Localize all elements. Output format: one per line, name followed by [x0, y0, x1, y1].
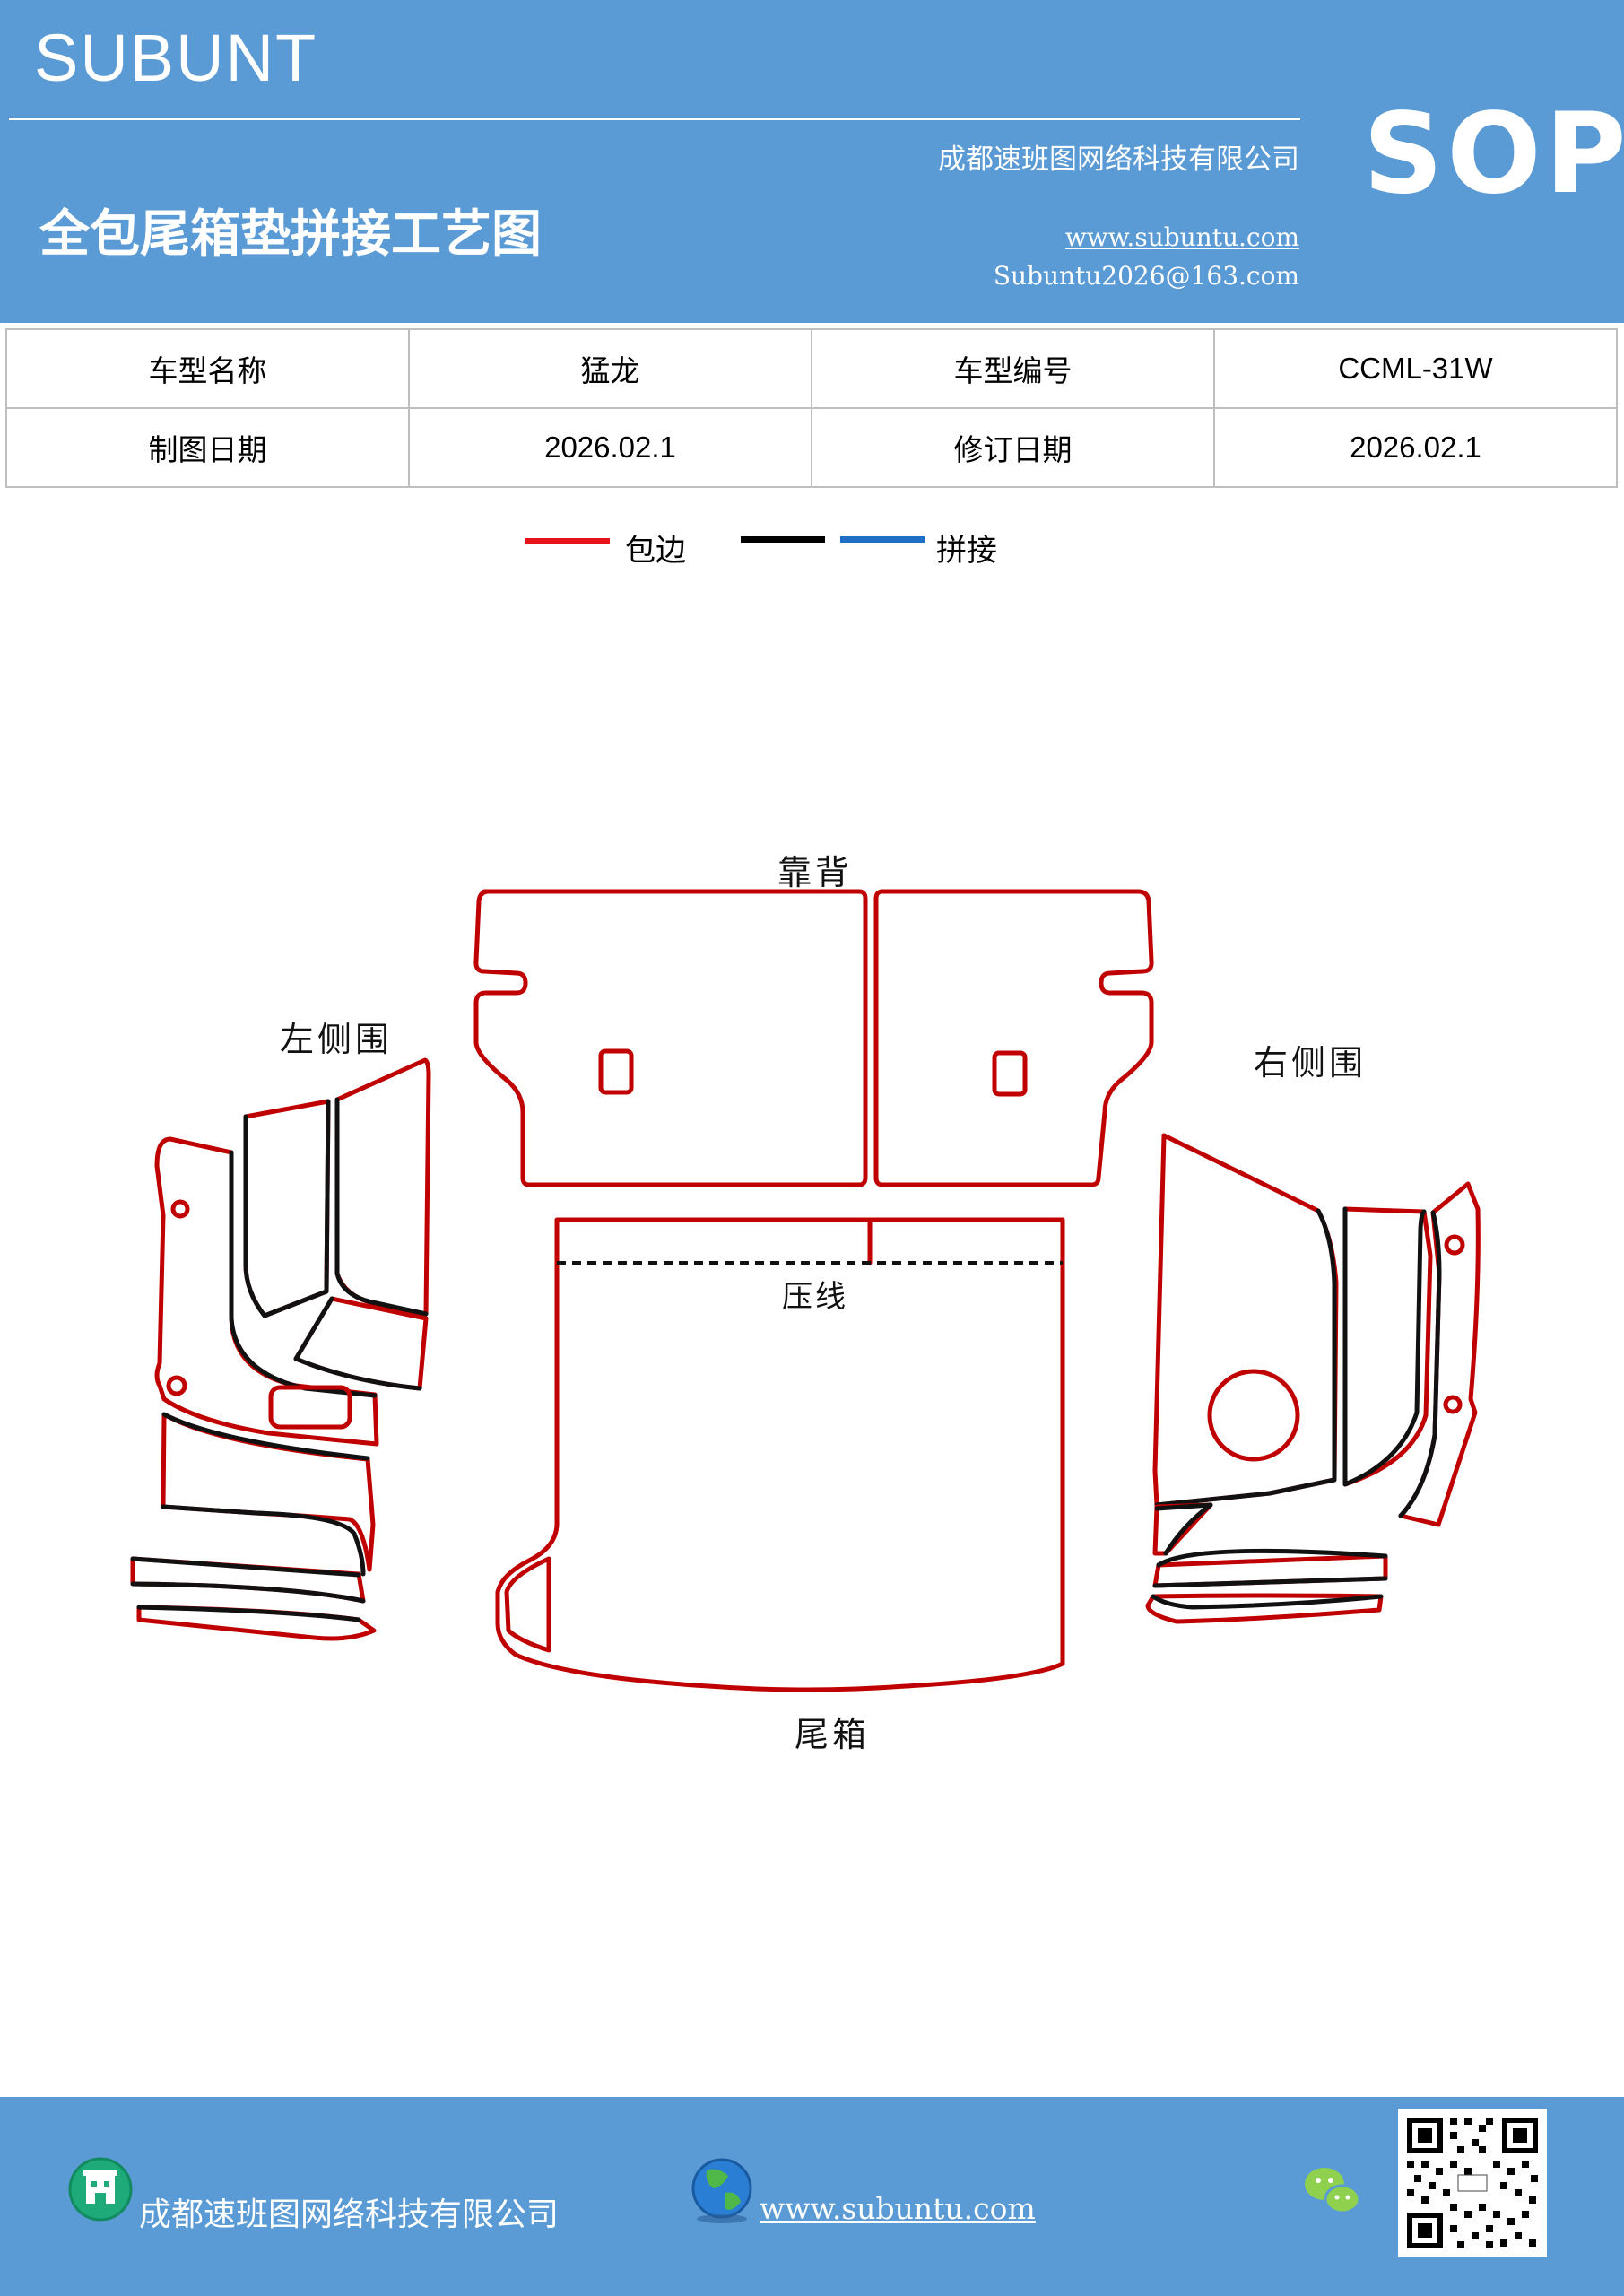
left-side-upper-right-seam	[334, 1097, 429, 1317]
legend-swatch-edge	[525, 538, 610, 544]
globe-icon	[691, 2158, 752, 2223]
backrest-left-panel	[473, 889, 868, 1187]
legend-label-edge: 包边	[625, 533, 686, 569]
table-row: 车型名称 猛龙 车型编号 CCML-31W	[5, 328, 1618, 409]
legend: 包边 拼接	[0, 520, 1624, 574]
table-cell: CCML-31W	[1213, 328, 1618, 409]
header: SUBUNT 成都速班图网络科技有限公司 www.subuntu.com Sub…	[0, 0, 1624, 323]
left-side-mid-seam	[293, 1296, 422, 1391]
vehicle-info-table: 车型名称 猛龙 车型编号 CCML-31W 制图日期 2026.02.1 修订日…	[5, 328, 1618, 488]
label-trunk: 尾箱	[795, 1715, 871, 1754]
label-right-side: 右侧围	[1254, 1043, 1368, 1083]
table-row: 制图日期 2026.02.1 修订日期 2026.02.1	[5, 407, 1618, 488]
left-side-lower-seam	[161, 1412, 370, 1577]
table-cell: 修订日期	[811, 407, 1215, 488]
sop-badge: SOP	[1363, 90, 1624, 219]
qr-code	[1398, 2109, 1547, 2257]
right-side-strip-2	[1145, 1593, 1384, 1624]
legend-label-seam: 拼接	[936, 533, 997, 569]
building-icon	[68, 2157, 133, 2222]
right-side-outer-seam	[1398, 1210, 1442, 1518]
backrest-right-slot	[992, 1050, 1028, 1097]
right-side-lower-seam	[1154, 1502, 1213, 1556]
right-side-upper-seam	[1342, 1206, 1427, 1487]
table-cell: 车型名称	[5, 328, 410, 409]
left-side-upper-seam	[243, 1099, 331, 1318]
brand-name: SUBUNT	[34, 21, 318, 95]
table-cell: 猛龙	[408, 328, 812, 409]
trunk-floor-pocket	[504, 1556, 551, 1653]
left-side-strip-2-seam	[136, 1605, 361, 1622]
right-side-speaker-hole	[1207, 1369, 1300, 1462]
document-title: 全包尾箱垫拼接工艺图	[39, 204, 542, 264]
left-side-handle	[268, 1385, 352, 1430]
table-cell: 2026.02.1	[408, 407, 812, 488]
label-left-side: 左侧围	[280, 1020, 394, 1059]
footer-company-name: 成都速班图网络科技有限公司	[139, 2196, 560, 2233]
right-side-strip-2-seam	[1151, 1594, 1384, 1610]
backrest-right-panel	[873, 889, 1154, 1187]
right-side-hole-top	[1444, 1234, 1465, 1256]
footer-website-link[interactable]: www.subuntu.com	[760, 2191, 1036, 2226]
wechat-icon	[1305, 2168, 1361, 2214]
legend-swatch-seam	[840, 536, 925, 543]
table-cell: 车型编号	[811, 328, 1215, 409]
header-divider	[9, 118, 1300, 120]
table-cell: 制图日期	[5, 407, 410, 488]
left-side-strip-1-seam	[130, 1556, 366, 1604]
company-name: 成都速班图网络科技有限公司	[938, 144, 1299, 176]
right-side-hole-bottom	[1443, 1395, 1463, 1414]
label-backrest: 靠背	[777, 853, 854, 892]
right-side-strip-1-seam	[1152, 1548, 1388, 1588]
email-address[interactable]: Subuntu2026@163.com	[993, 261, 1299, 291]
table-cell: 2026.02.1	[1213, 407, 1618, 488]
website-link[interactable]: www.subuntu.com	[1064, 222, 1299, 252]
left-side-hole-bottom	[166, 1375, 187, 1396]
left-side-hole-top	[170, 1199, 190, 1219]
trunk-floor-panel	[495, 1217, 1065, 1692]
legend-swatch-black	[741, 536, 825, 543]
right-side-main-seam	[1154, 1208, 1337, 1508]
backrest-left-slot	[598, 1048, 634, 1095]
label-press-line: 压线	[782, 1279, 848, 1315]
